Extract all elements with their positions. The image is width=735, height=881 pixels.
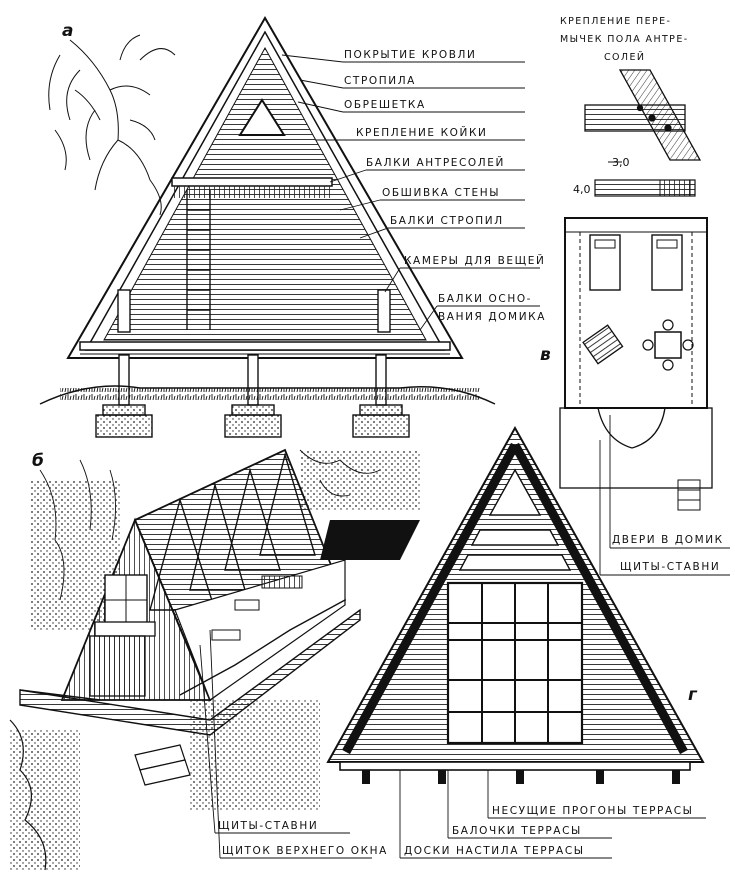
entrance-steps	[134, 744, 191, 786]
detail-sketch	[584, 69, 702, 161]
label-mezzanine-beams: БАЛКИ АНТРЕСОЛЕЙ	[366, 156, 505, 169]
dimension-width: 3,0	[612, 156, 630, 169]
label-base-beams-1: БАЛКИ ОСНО-	[438, 293, 532, 305]
terrace-table	[234, 599, 260, 611]
mezzanine-beam	[171, 177, 333, 187]
door-swing-left	[597, 407, 633, 449]
detail-title-2: МЫЧЕК ПОЛА АНТРЕ-	[560, 34, 689, 45]
window-mullions	[448, 583, 582, 743]
carved-gable-bands	[458, 468, 572, 571]
label-shutters-plan: ЩИТЫ-СТАВНИ	[620, 561, 720, 573]
plan-sofa	[582, 324, 624, 365]
terrace-posts	[362, 770, 680, 784]
terrace-steps	[677, 479, 701, 511]
label-upper-window-shield: ЩИТОК ВЕРХНЕГО ОКНА	[222, 845, 388, 857]
attic-window	[238, 98, 286, 136]
plan-outline	[564, 217, 708, 409]
bunk-right	[651, 234, 683, 291]
detail-mezzanine-joint: КРЕПЛЕНИЕ ПЕРЕ- МЫЧЕК ПОЛА АНТРЕ- СОЛЕЙ …	[560, 16, 702, 197]
gravel-path	[190, 700, 320, 810]
label-doors: ДВЕРИ В ДОМИК	[612, 534, 724, 546]
label-rafters: СТРОПИЛА	[344, 75, 416, 87]
label-storage-chambers: КАМЕРЫ ДЛЯ ВЕЩЕЙ	[404, 254, 545, 267]
upper-window-shield	[94, 621, 156, 637]
footings	[95, 404, 410, 438]
terrace-base	[339, 761, 691, 771]
label-roof-covering: ПОКРЫТИЕ КРОВЛИ	[344, 49, 476, 61]
bunk-left	[589, 234, 621, 291]
leader-lines-b	[199, 629, 372, 859]
panel-b-letter: б	[32, 451, 44, 471]
bargeboard-right	[511, 442, 688, 755]
detail-title-3: СОЛЕЙ	[604, 51, 645, 63]
panel-g-facade: г	[326, 425, 706, 859]
roof-outline	[66, 16, 464, 359]
trees-background	[30, 449, 420, 630]
label-base-beams-2: ВАНИЯ ДОМИКА	[438, 311, 546, 323]
panel-b-perspective: б	[9, 448, 420, 871]
label-battens: ОБРЕШЕТКА	[344, 99, 426, 111]
storage-chamber-right	[377, 289, 391, 333]
panel-a-section: а	[39, 16, 546, 438]
terrace-outline	[559, 407, 713, 489]
label-terrace-purlins: НЕСУЩИЕ ПРОГОНЫ ТЕРРАСЫ	[492, 805, 694, 817]
bushes-dark	[320, 520, 420, 560]
leader-lines-g	[399, 770, 706, 859]
label-bunk-mount: КРЕПЛЕНИЕ КОЙКИ	[356, 126, 487, 139]
label-wall-sheathing: ОБШИВКА СТЕНЫ	[382, 187, 500, 199]
tree-branches-sketch	[48, 34, 176, 216]
panel-v-letter: в	[540, 345, 551, 365]
door-swing-right	[631, 407, 666, 449]
leader-lines-a	[281, 54, 540, 331]
floor-slab	[79, 341, 451, 351]
detail-title-1: КРЕПЛЕНИЕ ПЕРЕ-	[560, 16, 671, 27]
bargeboard-left	[342, 442, 519, 755]
panel-a-letter: а	[62, 21, 73, 41]
dimension-height: 4,0	[573, 183, 591, 196]
ladder	[186, 190, 211, 330]
label-terrace-decking: ДОСКИ НАСТИЛА ТЕРРАСЫ	[404, 845, 585, 857]
plan-table	[654, 331, 682, 359]
storage-chamber-left	[117, 289, 131, 333]
door-shutters	[89, 635, 146, 697]
label-shutters-b: ЩИТЫ-СТАВНИ	[218, 820, 318, 832]
terrace-railing	[179, 599, 346, 696]
label-rafter-beams: БАЛКИ СТРОПИЛ	[390, 215, 504, 227]
panel-g-letter: г	[688, 685, 698, 705]
label-terrace-joists: БАЛОЧКИ ТЕРРАСЫ	[452, 825, 582, 837]
panel-v-plan: в ДВЕРИ В ДОМИК ЩИТЫ-СТАВНИ	[540, 217, 730, 576]
terrace-bench	[261, 575, 303, 589]
